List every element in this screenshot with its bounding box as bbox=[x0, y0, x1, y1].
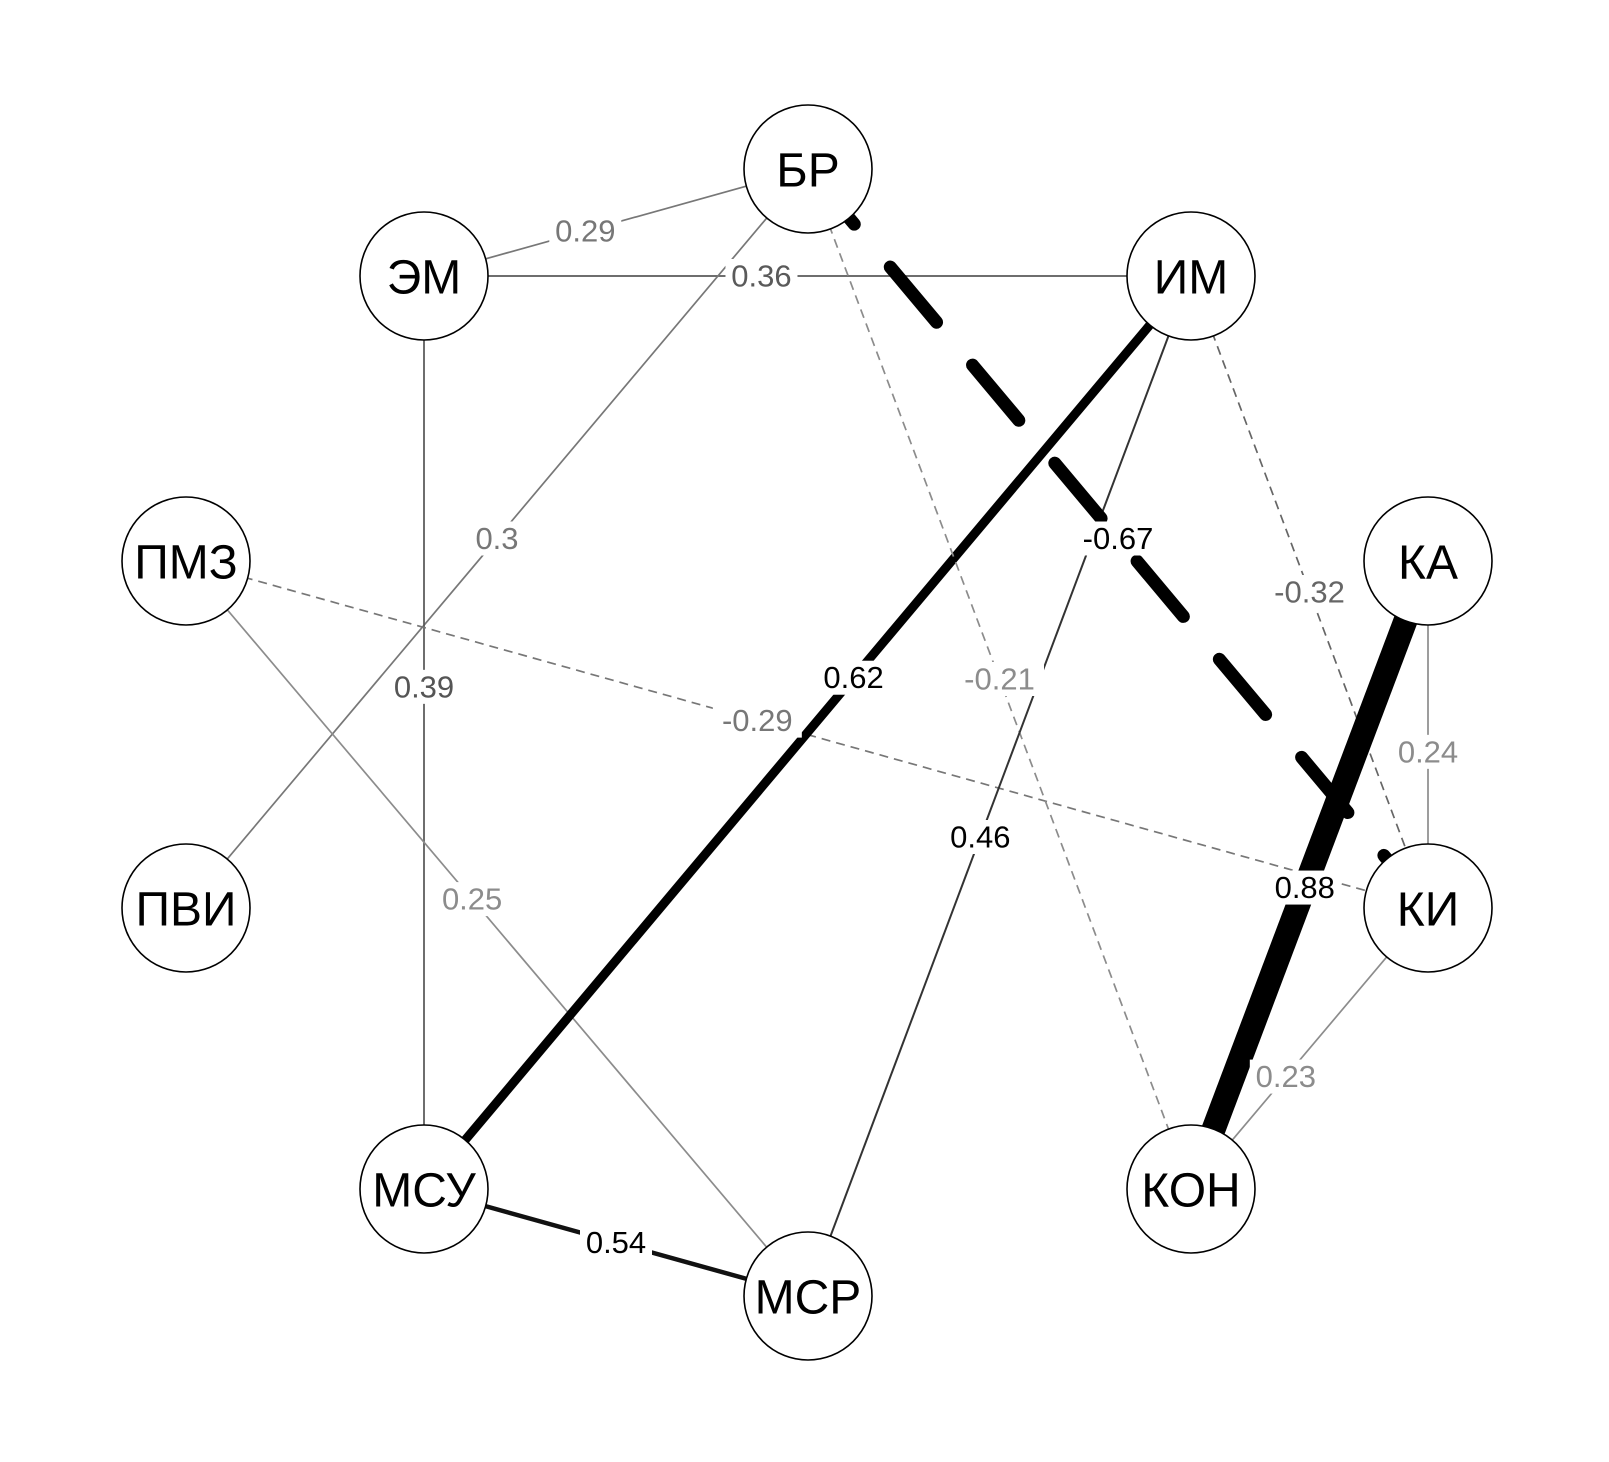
edge-im-msu bbox=[420, 273, 1195, 1192]
node-label-kon: КОН bbox=[1141, 1165, 1240, 1218]
node-pmz: ПМЗ bbox=[121, 496, 251, 626]
edge-label-background bbox=[1392, 734, 1464, 769]
edge-label-background bbox=[817, 660, 890, 695]
node-im: ИМ bbox=[1126, 211, 1256, 341]
node-circle bbox=[121, 496, 251, 626]
edge-pmz-msr bbox=[185, 560, 809, 1297]
edge-label-br-kon: -0.21 bbox=[964, 662, 1035, 697]
node-label-msu: МСУ bbox=[372, 1165, 476, 1218]
node-circle bbox=[1126, 1124, 1256, 1254]
node-msr: МСР bbox=[743, 1231, 873, 1361]
edge-label-background bbox=[436, 882, 509, 917]
edge-label-background bbox=[1265, 575, 1354, 609]
edge-pmz-ki bbox=[185, 560, 1429, 909]
edge-label-ki-kon: 0.23 bbox=[1256, 1059, 1316, 1094]
node-kon: КОН bbox=[1126, 1124, 1256, 1254]
node-circle bbox=[743, 104, 873, 234]
node-br: БР bbox=[743, 104, 873, 234]
node-label-msr: МСР bbox=[755, 1272, 862, 1325]
edge-label-background bbox=[1073, 521, 1163, 556]
edge-label-background bbox=[549, 214, 622, 249]
edge-label-pmz-ki: -0.29 bbox=[722, 703, 793, 738]
edge-label-ka-ki: 0.24 bbox=[1398, 734, 1458, 769]
edge-labels-layer: 0.29 0.36 0.3 0.39 0.25 -0.29 0.62 -0.21 0.46 -0.… bbox=[388, 214, 1464, 1260]
edge-label-br-ki: -0.67 bbox=[1083, 521, 1154, 556]
edge-label-background bbox=[1268, 870, 1341, 905]
edge-label-background bbox=[944, 820, 1017, 854]
edge-label-background bbox=[712, 703, 802, 738]
node-circle bbox=[359, 211, 489, 341]
node-msu: МСУ bbox=[359, 1124, 489, 1254]
edge-label-background bbox=[469, 521, 525, 556]
edge-label-background bbox=[580, 1225, 652, 1260]
node-ki: КИ bbox=[1363, 843, 1493, 973]
node-label-pmz: ПМЗ bbox=[134, 537, 237, 590]
edge-label-em-im: 0.36 bbox=[731, 259, 791, 294]
edge-label-background bbox=[1249, 1059, 1322, 1094]
edge-im-msr bbox=[807, 275, 1192, 1297]
edge-label-br-pvi: 0.3 bbox=[475, 521, 518, 556]
node-circle bbox=[359, 1124, 489, 1254]
edge-label-msu-msr: 0.54 bbox=[586, 1225, 646, 1260]
node-circle bbox=[1363, 496, 1493, 626]
node-label-br: БР bbox=[776, 145, 840, 198]
node-circle bbox=[1126, 211, 1256, 341]
edge-label-pmz-msr: 0.25 bbox=[442, 882, 502, 917]
node-em: ЭМ bbox=[359, 211, 489, 341]
edge-label-em-br: 0.29 bbox=[555, 214, 615, 249]
edge-label-ka-kon: 0.88 bbox=[1275, 870, 1335, 905]
node-circle bbox=[1363, 843, 1493, 973]
edge-label-im-msr: 0.46 bbox=[950, 820, 1010, 855]
edges-layer bbox=[185, 162, 1440, 1299]
node-label-im: ИМ bbox=[1154, 252, 1228, 305]
edge-label-background bbox=[725, 259, 798, 293]
node-circle bbox=[743, 1231, 873, 1361]
node-ka: КА bbox=[1363, 496, 1493, 626]
node-label-ka: КА bbox=[1398, 537, 1458, 590]
edge-label-em-msu: 0.39 bbox=[394, 669, 454, 704]
node-circle bbox=[121, 843, 251, 973]
nodes-layer: БР ЭМ ИМ ПМЗ КА ПВИ КИ МСУ КОН МСР bbox=[121, 104, 1493, 1361]
edge-br-ki bbox=[801, 162, 1435, 915]
node-pvi: ПВИ bbox=[121, 843, 251, 973]
node-label-ki: КИ bbox=[1397, 884, 1459, 937]
edge-label-im-ki: -0.32 bbox=[1274, 575, 1345, 610]
node-label-em: ЭМ bbox=[387, 252, 461, 305]
edge-label-background bbox=[388, 669, 460, 704]
node-label-pvi: ПВИ bbox=[135, 884, 236, 937]
edge-label-im-msu: 0.62 bbox=[823, 660, 883, 695]
edge-label-background bbox=[955, 662, 1044, 696]
